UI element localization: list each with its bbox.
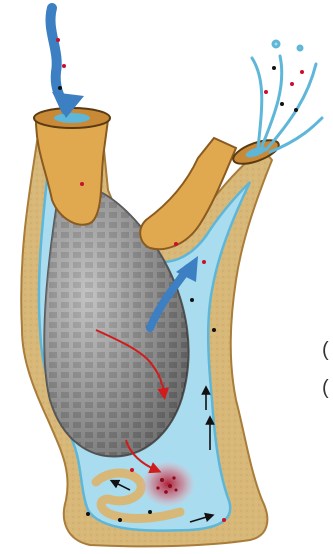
inflow-arrow-icon	[50, 8, 84, 118]
outflow-spray-icon	[252, 41, 322, 152]
cropped-edge-mark-2: (	[322, 377, 329, 399]
gonad	[142, 462, 194, 506]
cropped-edge-mark: (	[322, 339, 329, 361]
oral-siphon-opening	[54, 113, 90, 123]
